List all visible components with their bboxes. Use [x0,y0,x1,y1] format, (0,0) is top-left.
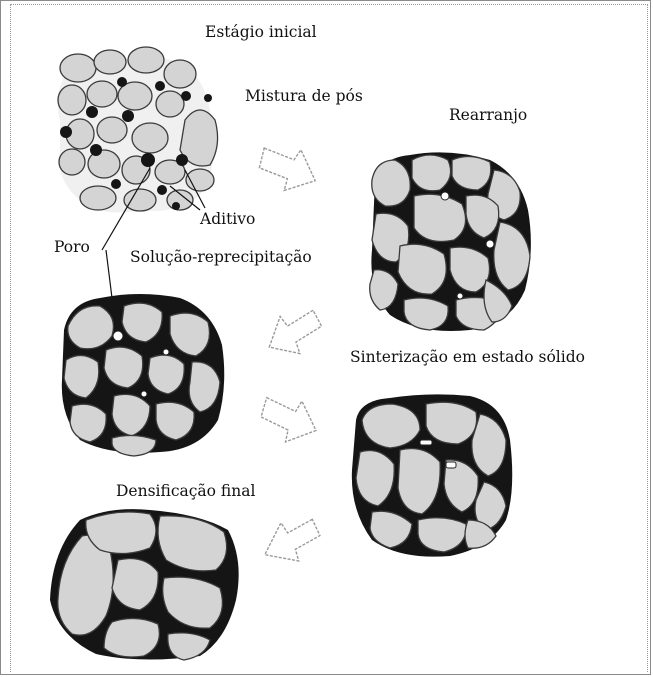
cluster-rearrangement [370,152,531,331]
cluster-solution-reprecipitation [62,294,224,456]
label-solution-reprecipitation: Solução-reprecipitação [130,248,312,266]
label-powder-mix: Mistura de pós [245,87,363,105]
label-solid-state-sintering: Sinterização em estado sólido [350,348,585,366]
arrow-solution-to-solid-state [254,388,324,451]
arrow-solid-state-to-final [256,510,326,573]
label-additive: Aditivo [199,210,255,228]
cluster-powder-mix [58,47,218,212]
label-pore: Poro [54,238,90,256]
arrow-mix-to-rearrangement [252,135,325,200]
cluster-final-densification [50,509,239,660]
label-initial-stage: Estágio inicial [205,23,317,41]
label-final-densification: Densificação final [116,482,255,500]
arrow-rearrangement-to-solution [259,301,328,364]
cluster-solid-state-sintering [352,394,512,556]
label-rearrangement: Rearranjo [449,106,527,124]
